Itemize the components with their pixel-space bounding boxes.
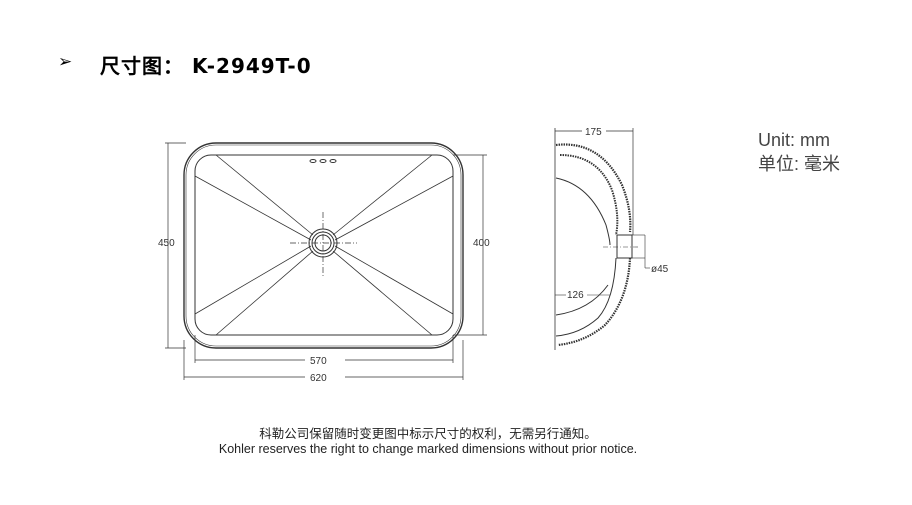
disclaimer-en: Kohler reserves the right to change mark…: [218, 442, 638, 456]
unit-cn: 单位: 毫米: [758, 154, 841, 174]
dim-drain-diameter: ø45: [651, 264, 669, 275]
unit-label: Unit: mm 单位: 毫米: [758, 128, 840, 176]
drain: [290, 212, 357, 278]
slope-lines: [194, 154, 454, 336]
arrow-bullet-icon: ➢: [58, 52, 73, 71]
dim-175: 175: [585, 127, 602, 138]
unit-en: Unit: mm: [758, 130, 830, 150]
dim-126: 126: [567, 290, 584, 301]
dimension-lines: [165, 142, 487, 380]
dim-620: 620: [310, 373, 327, 384]
side-view: [554, 128, 650, 350]
page-title: 尺寸图： K-2949T-0: [100, 54, 312, 78]
disclaimer: 科勒公司保留随时变更图中标示尺寸的权利，无需另行通知。 Kohler reser…: [0, 427, 856, 457]
top-view: [165, 142, 487, 380]
overflow-holes: [309, 159, 337, 163]
dim-450: 450: [158, 238, 175, 249]
disclaimer-cn: 科勒公司保留随时变更图中标示尺寸的权利，无需另行通知。: [259, 427, 597, 441]
dim-400: 400: [473, 238, 490, 249]
dim-570: 570: [310, 356, 327, 367]
